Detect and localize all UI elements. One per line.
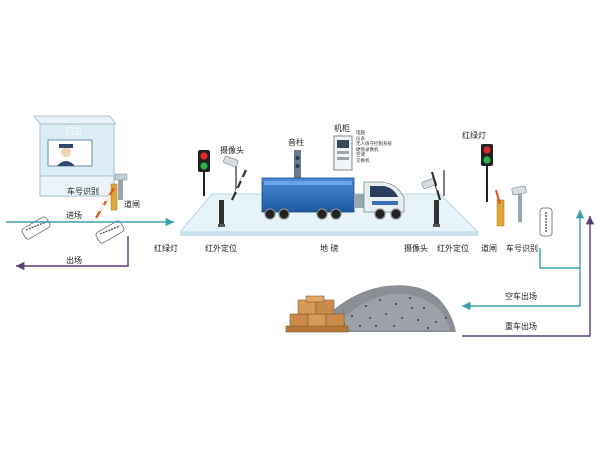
loaded-exit-arrow <box>462 216 595 337</box>
right-plate-recognition-icon <box>511 185 527 222</box>
barrier-gate-label-left: 道闸 <box>124 200 140 209</box>
cabinet-item: 仪表 <box>356 136 365 142</box>
truck-icon <box>261 177 405 220</box>
plate-recognition-label-left: 车号识别 <box>67 187 99 196</box>
entry-tag-left-1 <box>21 216 51 240</box>
traffic-light-label-right: 红绿灯 <box>462 131 486 140</box>
cabinet-item: 硬盘录像机 <box>356 147 379 153</box>
camera-label-right: 摄像头 <box>404 244 428 253</box>
infrared-label-left: 红外定位 <box>205 244 237 253</box>
cabinet-item: 交换机 <box>356 158 370 164</box>
cabinet-label: 机柜 <box>334 124 350 133</box>
platform-front-edge <box>180 232 478 236</box>
left-infrared-icon <box>218 200 225 227</box>
right-camera-icon <box>421 170 445 196</box>
speaker-post-icon <box>294 150 301 178</box>
left-traffic-light-icon <box>198 150 210 196</box>
infrared-label-right: 红外定位 <box>437 244 469 253</box>
traffic-light-label-left: 红绿灯 <box>154 244 178 253</box>
cabinet-item: 空调 <box>356 153 365 159</box>
camera-label-left: 摄像头 <box>220 146 244 155</box>
cabinet-item: 无人值守控制系统 <box>356 142 392 148</box>
exit-label: 出场 <box>66 256 82 265</box>
right-scale-barrier-icon <box>430 171 442 201</box>
cabinet-item: 电脑 <box>356 131 365 136</box>
entry-label: 进场 <box>66 211 82 220</box>
plate-recognition-label-right: 车号识别 <box>506 244 538 253</box>
speaker-post-label: 音柱 <box>288 138 304 147</box>
gravel-pile-icon <box>312 285 456 332</box>
barrier-gate-label-right: 道闸 <box>481 244 497 253</box>
loaded-exit-label: 重车出场 <box>505 322 537 331</box>
guard-booth-label: 门卫 <box>66 127 82 136</box>
exit-arrow <box>16 236 129 271</box>
right-infrared-icon <box>433 200 440 227</box>
right-traffic-light-icon <box>481 144 493 202</box>
left-plate-recognition-icon <box>114 173 128 200</box>
empty-exit-arrow <box>462 268 581 311</box>
cabinet-items-list: 电脑 仪表 无人值守控制系统 硬盘录像机 空调 交换机 <box>356 131 392 165</box>
scale-label: 地 磅 <box>320 244 339 253</box>
exit-tag-right <box>539 207 553 237</box>
guard-icon <box>57 144 75 166</box>
control-cabinet-icon <box>333 135 353 171</box>
entry-tag-left-2 <box>95 220 125 244</box>
left-barrier-gate-icon <box>94 183 118 219</box>
left-scale-barrier-icon <box>231 169 247 201</box>
cargo-boxes-icon <box>285 295 349 333</box>
return-arrow <box>539 210 585 269</box>
right-barrier-gate-icon <box>494 189 505 227</box>
empty-exit-label: 空车出场 <box>505 292 537 301</box>
